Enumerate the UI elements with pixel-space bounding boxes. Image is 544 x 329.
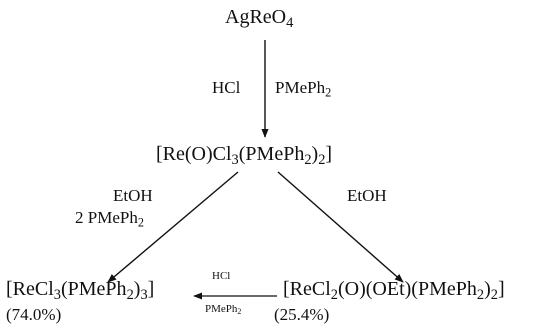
left-branch-ligand: 2 PMePh2 (75, 208, 144, 230)
reagent-pmeph2: PMePh2 (275, 78, 332, 100)
left-branch-ethanol: EtOH (113, 186, 153, 205)
product-left-yield: (74.0%) (6, 305, 62, 324)
right-branch-ethanol: EtOH (347, 186, 387, 205)
arrow-right-branch (277, 171, 404, 283)
reactant-agreo4: AgReO4 (225, 6, 294, 32)
product-right-yield: (25.4%) (274, 305, 330, 324)
arrow-left-branch (107, 171, 239, 283)
intermediate-complex: [Re(O)Cl3(PMePh2)2] (156, 143, 333, 169)
conversion-pmeph2: PMePh2 (205, 303, 242, 317)
reagent-hcl: HCl (212, 78, 241, 97)
product-left: [ReCl3(PMePh2)3] (6, 278, 155, 304)
conversion-hcl: HCl (212, 270, 231, 282)
product-right: [ReCl2(O)(OEt)(PMePh2)2] (283, 278, 505, 304)
